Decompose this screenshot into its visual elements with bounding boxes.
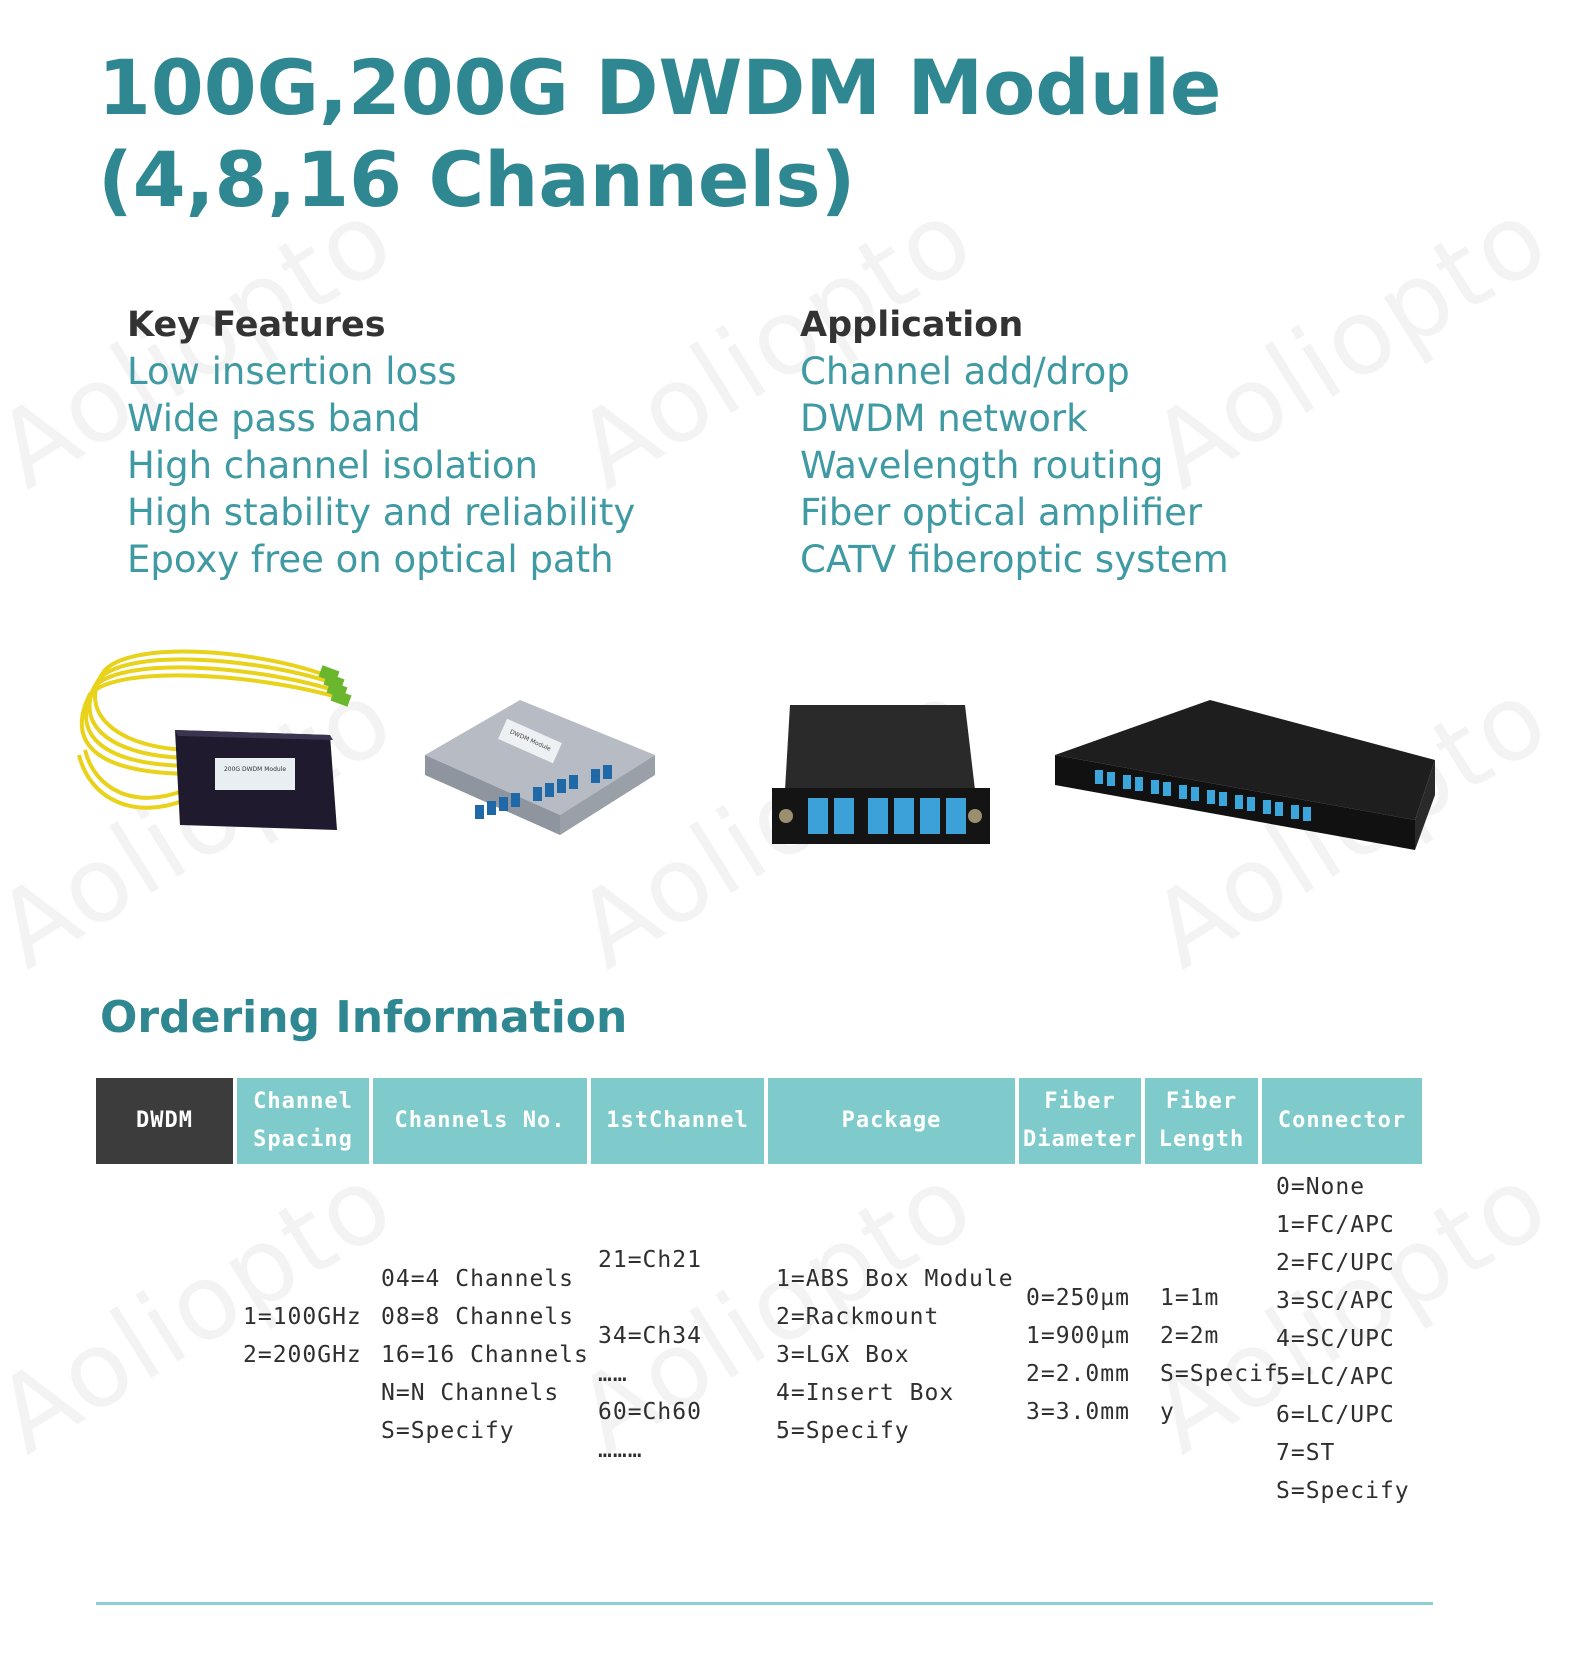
option: y	[1160, 1399, 1175, 1425]
feature-item: High stability and reliability	[127, 491, 636, 534]
key-features-heading: Key Features	[127, 305, 386, 345]
option: 4=SC/UPC	[1276, 1326, 1395, 1352]
header-fiber-diameter-line1: Fiber	[1044, 1089, 1116, 1114]
ordering-information-heading: Ordering Information	[100, 992, 628, 1043]
spacing-options: 1=100GHz 2=200GHz	[243, 1298, 362, 1374]
title-line-2: (4,8,16 Channels)	[98, 135, 856, 224]
option: S=Specif	[1160, 1361, 1279, 1387]
feature-item: Low insertion loss	[127, 350, 457, 393]
application-item: CATV fiberoptic system	[800, 538, 1229, 581]
ordering-table-body: 1=100GHz 2=200GHz 04=4 Channels 08=8 Cha…	[96, 1168, 1433, 1605]
option: 3=3.0mm	[1026, 1399, 1130, 1425]
option: ……	[598, 1361, 628, 1387]
option: 0=250µm	[1026, 1285, 1130, 1311]
option: 2=FC/UPC	[1276, 1250, 1395, 1276]
option: ………	[598, 1437, 643, 1463]
application-item: DWDM network	[800, 397, 1088, 440]
application-heading: Application	[800, 305, 1024, 345]
header-connector: Connector	[1262, 1078, 1422, 1164]
channels-options: 04=4 Channels 08=8 Channels 16=16 Channe…	[381, 1260, 589, 1450]
option: 08=8 Channels	[381, 1304, 575, 1330]
header-first-channel: 1stChannel	[591, 1078, 764, 1164]
diameter-options: 0=250µm 1=900µm 2=2.0mm 3=3.0mm	[1026, 1279, 1130, 1431]
header-channel-spacing: Channel Spacing	[237, 1078, 369, 1164]
option	[598, 1279, 702, 1317]
feature-item: Wide pass band	[127, 397, 421, 440]
option: 3=LGX Box	[776, 1342, 910, 1368]
header-fiber-diameter: Fiber Diameter	[1019, 1078, 1141, 1164]
option: 1=ABS Box Module	[776, 1266, 1014, 1292]
abs-box-module-image: 200G DWDM Module	[77, 649, 352, 830]
option: 2=Rackmount	[776, 1304, 940, 1330]
option: 2=2.0mm	[1026, 1361, 1130, 1387]
connector-options: 0=None 1=FC/APC 2=FC/UPC 3=SC/APC 4=SC/U…	[1276, 1168, 1410, 1510]
option: 5=LC/APC	[1276, 1364, 1395, 1390]
header-dwdm: DWDM	[96, 1078, 233, 1164]
option: 1=100GHz	[243, 1304, 362, 1330]
application-item: Channel add/drop	[800, 350, 1130, 393]
header-channel-spacing-line1: Channel	[253, 1089, 353, 1114]
package-options: 1=ABS Box Module 2=Rackmount 3=LGX Box 4…	[776, 1260, 1014, 1450]
header-channel-spacing-line2: Spacing	[253, 1127, 353, 1152]
key-features-section: Key Features Low insertion loss Wide pas…	[127, 302, 635, 583]
first-channel-options: 21=Ch21 34=Ch34 …… 60=Ch60 ………	[598, 1241, 702, 1469]
option: 04=4 Channels	[381, 1266, 575, 1292]
option: 1=1m	[1160, 1285, 1220, 1311]
option: 2=200GHz	[243, 1342, 362, 1368]
page-title: 100G,200G DWDM Module (4,8,16 Channels)	[98, 42, 1221, 226]
option: 60=Ch60	[598, 1399, 702, 1425]
header-fiber-length-line1: Fiber	[1165, 1089, 1238, 1114]
option: 1=900µm	[1026, 1323, 1130, 1349]
header-fiber-length: Fiber Length	[1145, 1078, 1258, 1164]
abs-box-label: 200G DWDM Module	[224, 766, 286, 773]
option: 2=2m	[1160, 1323, 1220, 1349]
option: 34=Ch34	[598, 1323, 702, 1349]
feature-item: High channel isolation	[127, 444, 538, 487]
option: 7=ST	[1276, 1440, 1336, 1466]
header-package: Package	[768, 1078, 1015, 1164]
table-bottom-rule	[96, 1602, 1433, 1605]
title-line-1: 100G,200G DWDM Module	[98, 43, 1222, 132]
option: 0=None	[1276, 1174, 1366, 1200]
feature-item: Epoxy free on optical path	[127, 538, 614, 581]
rackmount-module-image	[1055, 700, 1435, 850]
product-photos: 200G DWDM Module DWDM Module	[0, 640, 1586, 870]
option: N=N Channels	[381, 1380, 560, 1406]
length-options: 1=1m 2=2m S=Specif y	[1160, 1279, 1279, 1431]
option: 16=16 Channels	[381, 1342, 589, 1368]
application-item: Wavelength routing	[800, 444, 1164, 487]
option: 6=LC/UPC	[1276, 1402, 1395, 1428]
header-fiber-length-line2: Length	[1158, 1127, 1245, 1152]
option: 21=Ch21	[598, 1247, 702, 1273]
option: S=Specify	[381, 1418, 515, 1444]
option: 5=Specify	[776, 1418, 910, 1444]
option: 1=FC/APC	[1276, 1212, 1395, 1238]
header-channels-no: Channels No.	[373, 1078, 587, 1164]
lgx-box-module-image	[772, 705, 990, 844]
header-fiber-diameter-line2: Diameter	[1023, 1127, 1137, 1152]
option: 3=SC/APC	[1276, 1288, 1395, 1314]
insert-box-module-image: DWDM Module	[425, 700, 655, 835]
application-item: Fiber optical amplifier	[800, 491, 1203, 534]
option: S=Specify	[1276, 1478, 1410, 1504]
application-section: Application Channel add/drop DWDM networ…	[800, 302, 1229, 583]
option: 4=Insert Box	[776, 1380, 955, 1406]
